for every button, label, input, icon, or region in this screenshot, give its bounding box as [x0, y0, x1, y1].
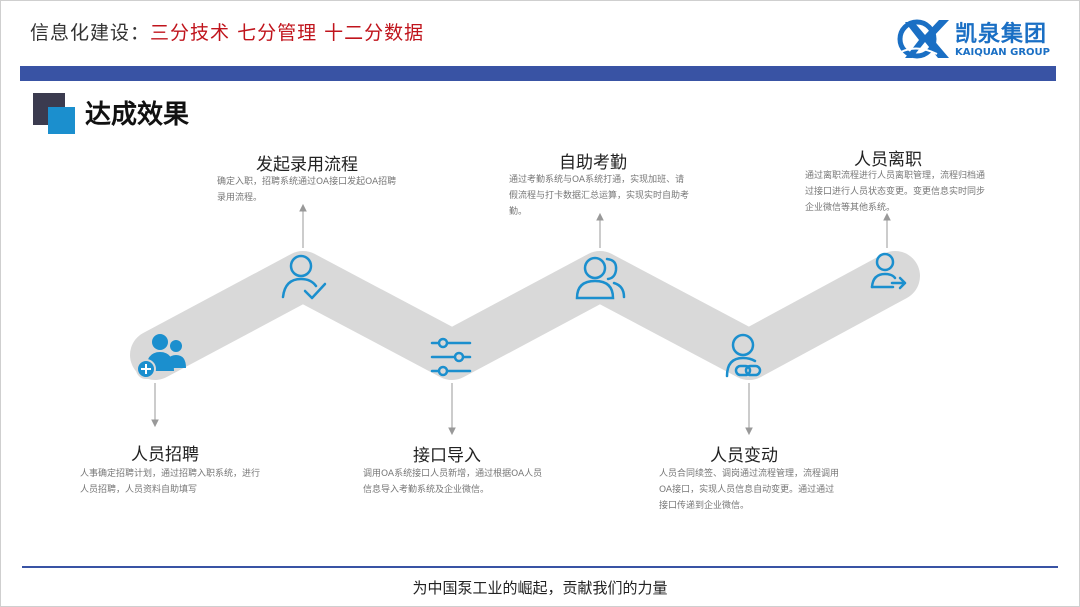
step-title-recruitment: 人员招聘	[131, 445, 199, 465]
footer-divider	[22, 566, 1058, 568]
step-desc-resignation: 通过离职流程进行人员离职管理，流程归档通过接口进行人员状态变更。变更信息实时同步…	[805, 171, 986, 213]
step-desc-self-attendance: 通过考勤系统与OA系统打通，实现加班、请假流程与打卡数据汇总运算，实现实时自助考…	[509, 175, 690, 217]
step-desc-interface-import: 调用OA系统接口人员新增，通过根据OA人员信息导入考勤系统及企业微信。	[363, 469, 543, 495]
logo-chinese-name: 凯泉集团	[955, 22, 1048, 47]
page-title: 信息化建设：三分技术 七分管理 十二分数据	[30, 22, 425, 44]
step-title-resignation: 人员离职	[854, 150, 922, 170]
step-desc-recruitment: 人事确定招聘计划，通过招聘入职系统，进行人员招聘，人员资料自助填写	[80, 469, 261, 495]
logo-english-name: KAIQUAN GROUP	[955, 47, 1050, 58]
sliders-icon	[430, 337, 472, 377]
users-add-icon	[136, 334, 186, 379]
user-exit-icon	[870, 252, 907, 290]
footer-slogan: 为中国泵工业的崛起，贡献我们的力量	[412, 579, 668, 597]
step-desc-hiring-process: 确定入职，招聘系统通过OA接口发起OA招聘录用流程。	[217, 177, 397, 203]
step-title-personnel-change: 人员变动	[710, 446, 778, 466]
header-divider-bar	[20, 66, 1056, 81]
connector-arrows	[151, 203, 891, 436]
step-title-hiring-process: 发起录用流程	[256, 155, 358, 175]
step-title-self-attendance: 自助考勤	[559, 153, 627, 173]
step-desc-personnel-change: 人员合同续签、调岗通过流程管理，流程调用OA接口，实现人员信息自动变更。通过通过…	[659, 469, 840, 511]
title-highlight-3: 十二分数据	[324, 22, 425, 44]
user-link-icon	[725, 333, 762, 378]
logo-mark-icon	[897, 19, 949, 59]
step-title-interface-import: 接口导入	[413, 446, 481, 466]
users-icon	[575, 256, 626, 300]
company-logo: 凯泉集团 KAIQUAN GROUP	[897, 14, 1057, 64]
title-highlight-1: 三分技术	[150, 22, 231, 44]
section-marker-blue	[48, 107, 75, 134]
title-highlight-2: 七分管理	[237, 22, 318, 44]
zigzag-band	[130, 251, 920, 380]
section-title: 达成效果	[85, 100, 190, 130]
user-check-icon	[281, 254, 327, 300]
